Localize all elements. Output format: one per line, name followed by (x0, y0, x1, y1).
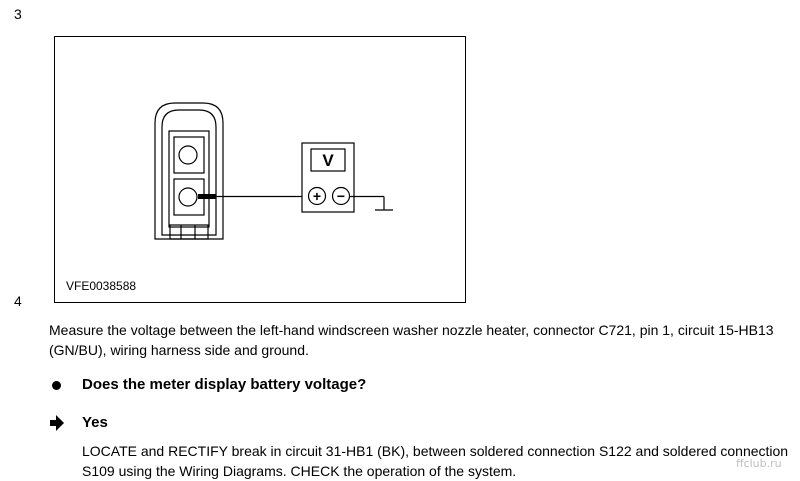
step-number-4: 4 (14, 293, 22, 309)
figure-id: VFE0038588 (66, 279, 137, 293)
ground-icon (350, 195, 393, 211)
bullet-icon (52, 381, 61, 390)
wiring-figure: V + − VFE0038588 (54, 36, 466, 303)
arrow-right-icon (50, 415, 64, 431)
minus-terminal-label: − (337, 188, 345, 204)
step-number-3: 3 (14, 6, 22, 22)
plus-terminal-label: + (313, 188, 321, 204)
question-text: Does the meter display battery voltage? (82, 376, 367, 393)
answer-label: Yes (82, 414, 108, 431)
voltmeter-icon (301, 142, 355, 213)
probe-tip (198, 194, 216, 199)
circuit-diagram: V + − (154, 102, 393, 240)
instruction-text: Measure the voltage between the left-han… (49, 322, 774, 358)
meter-unit-label: V (322, 151, 334, 170)
watermark: ffclub.ru (736, 457, 782, 470)
action-text: LOCATE and RECTIFY break in circuit 31-H… (82, 443, 789, 479)
connector-icon (154, 102, 224, 240)
